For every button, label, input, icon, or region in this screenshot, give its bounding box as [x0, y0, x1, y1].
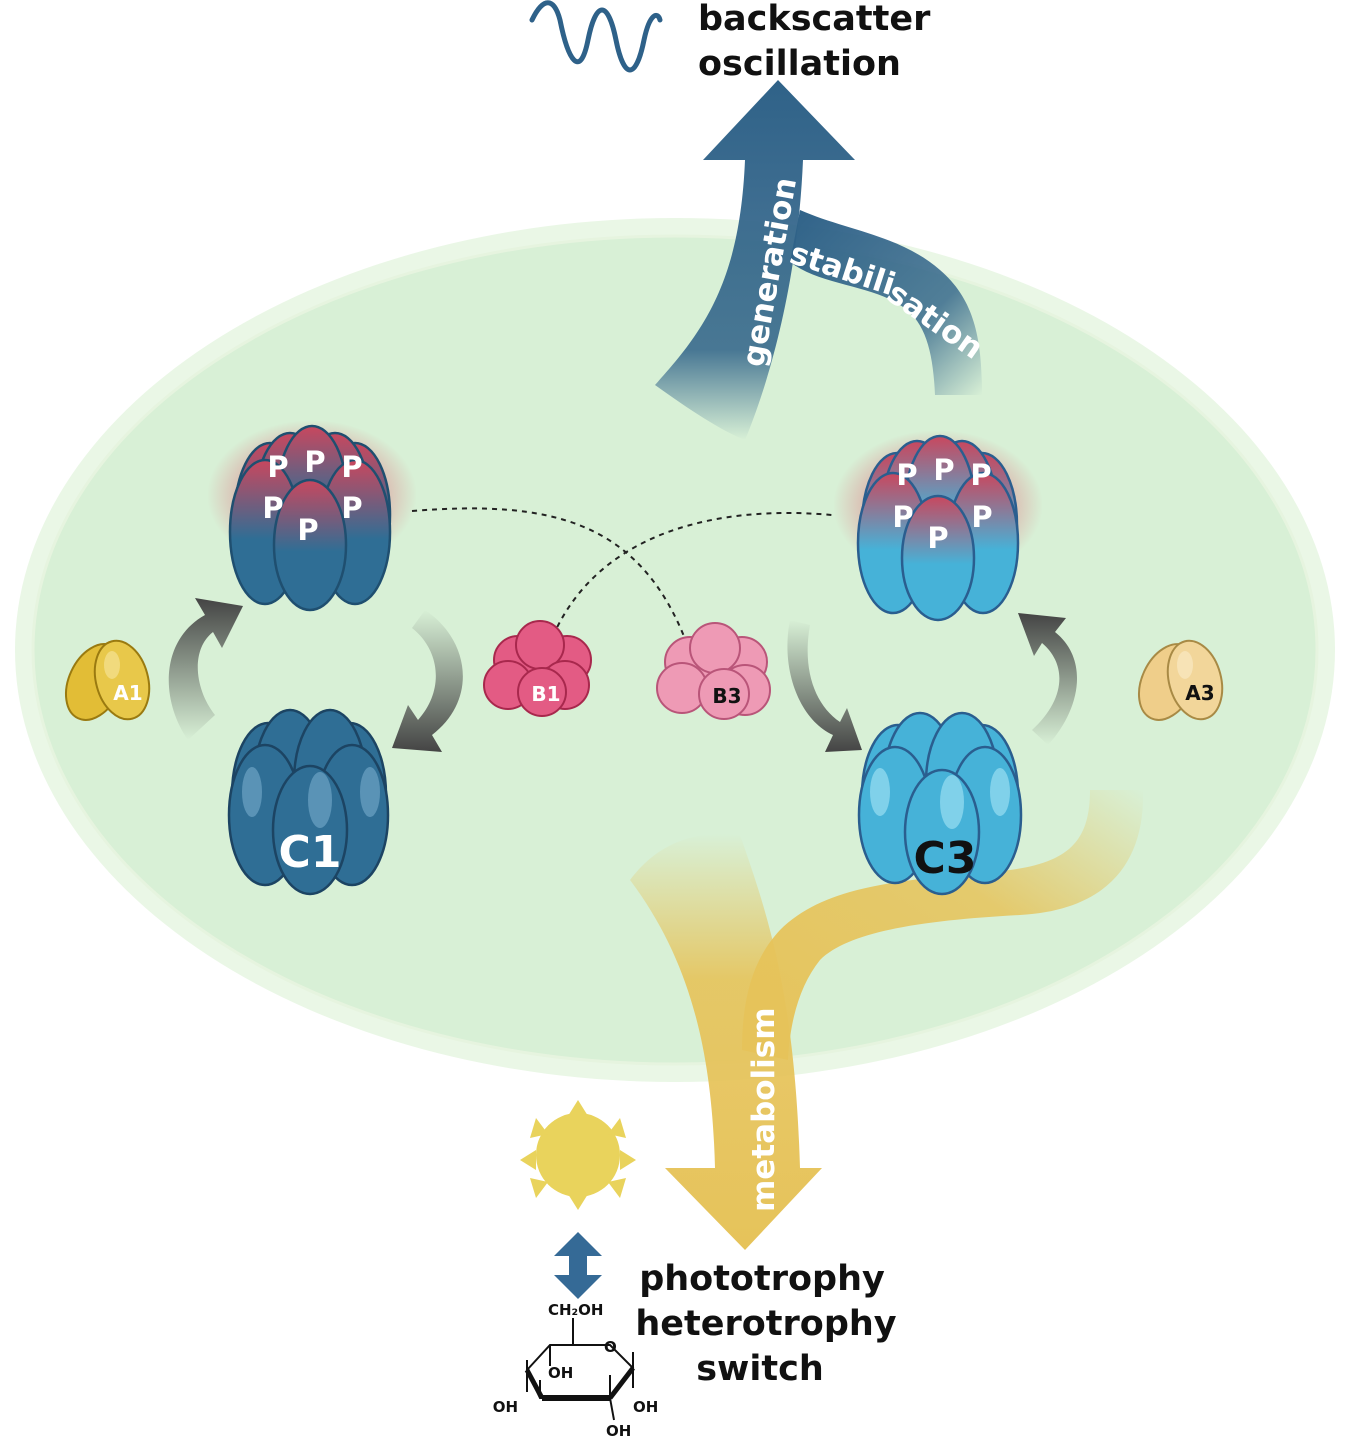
b1-label: B1: [531, 682, 560, 706]
metabolism-branch-arrow: [742, 790, 1144, 1060]
sun-icon: [520, 1100, 636, 1210]
phosphate-label: P: [971, 500, 992, 534]
metabolism-label: metabolism: [746, 1007, 782, 1212]
phosphate-label: P: [267, 450, 288, 484]
interaction-dashed-line-b3: [411, 507, 688, 645]
glucose-ring-oxygen: O: [604, 1338, 617, 1356]
glucose-oh-label: OH: [548, 1364, 573, 1382]
a1-label: A1: [113, 681, 142, 705]
metabolism-arrow: [630, 833, 822, 1250]
switch-label-line1: phototrophy: [639, 1259, 885, 1299]
phosphate-label: P: [341, 491, 362, 525]
switch-label-line3: switch: [696, 1349, 824, 1389]
phosphate-label: P: [304, 445, 325, 479]
switch-double-arrow-icon: [554, 1232, 602, 1299]
backscatter-wave-icon: [529, 0, 663, 73]
c1-phosphorylated-complex: P P P P P P: [207, 420, 417, 612]
phosphorylation-arrow-left: [168, 598, 243, 740]
phosphate-label: P: [970, 458, 991, 492]
glucose-oh-label: OH: [606, 1422, 631, 1438]
phosphate-label: P: [262, 491, 283, 525]
dephosphorylation-arrow-left: [392, 610, 463, 752]
phosphate-label: P: [896, 458, 917, 492]
phosphorylation-arrow-right: [1018, 613, 1078, 745]
phosphate-label: P: [297, 513, 318, 547]
phosphate-label: P: [341, 450, 362, 484]
output-label-line1: backscatter: [698, 0, 931, 39]
glucose-oh-label: OH: [493, 1398, 518, 1416]
dephosphorylation-arrow-right: [787, 620, 862, 752]
glucose-ch2oh-label: CH₂OH: [548, 1301, 603, 1319]
phosphate-label: P: [892, 500, 913, 534]
a1-protein: A1: [64, 639, 151, 721]
stabilisation-arrow: [790, 210, 982, 395]
phosphate-label: P: [933, 453, 954, 487]
interaction-dashed-line-b1: [552, 512, 833, 637]
glucose-oh-label: OH: [633, 1398, 658, 1416]
a3-protein: A3: [1137, 639, 1224, 721]
switch-label-line2: heterotrophy: [635, 1304, 896, 1344]
phosphate-label: P: [927, 521, 948, 555]
b3-protein: B3: [656, 622, 771, 720]
output-label-line2: oscillation: [698, 44, 901, 84]
generation-arrow: [655, 80, 855, 440]
glucose-molecule-icon: CH₂OH O OH OH OH OH: [493, 1301, 659, 1438]
b3-label: B3: [712, 684, 741, 708]
a3-label: A3: [1185, 681, 1214, 705]
c3-label: C3: [914, 833, 977, 884]
c3-complex: C3: [857, 711, 1023, 896]
c3-phosphorylated-complex: P P P P P P: [833, 430, 1043, 622]
c1-complex: C1: [227, 708, 390, 896]
b1-protein: B1: [483, 620, 592, 717]
c1-label: C1: [279, 827, 342, 878]
